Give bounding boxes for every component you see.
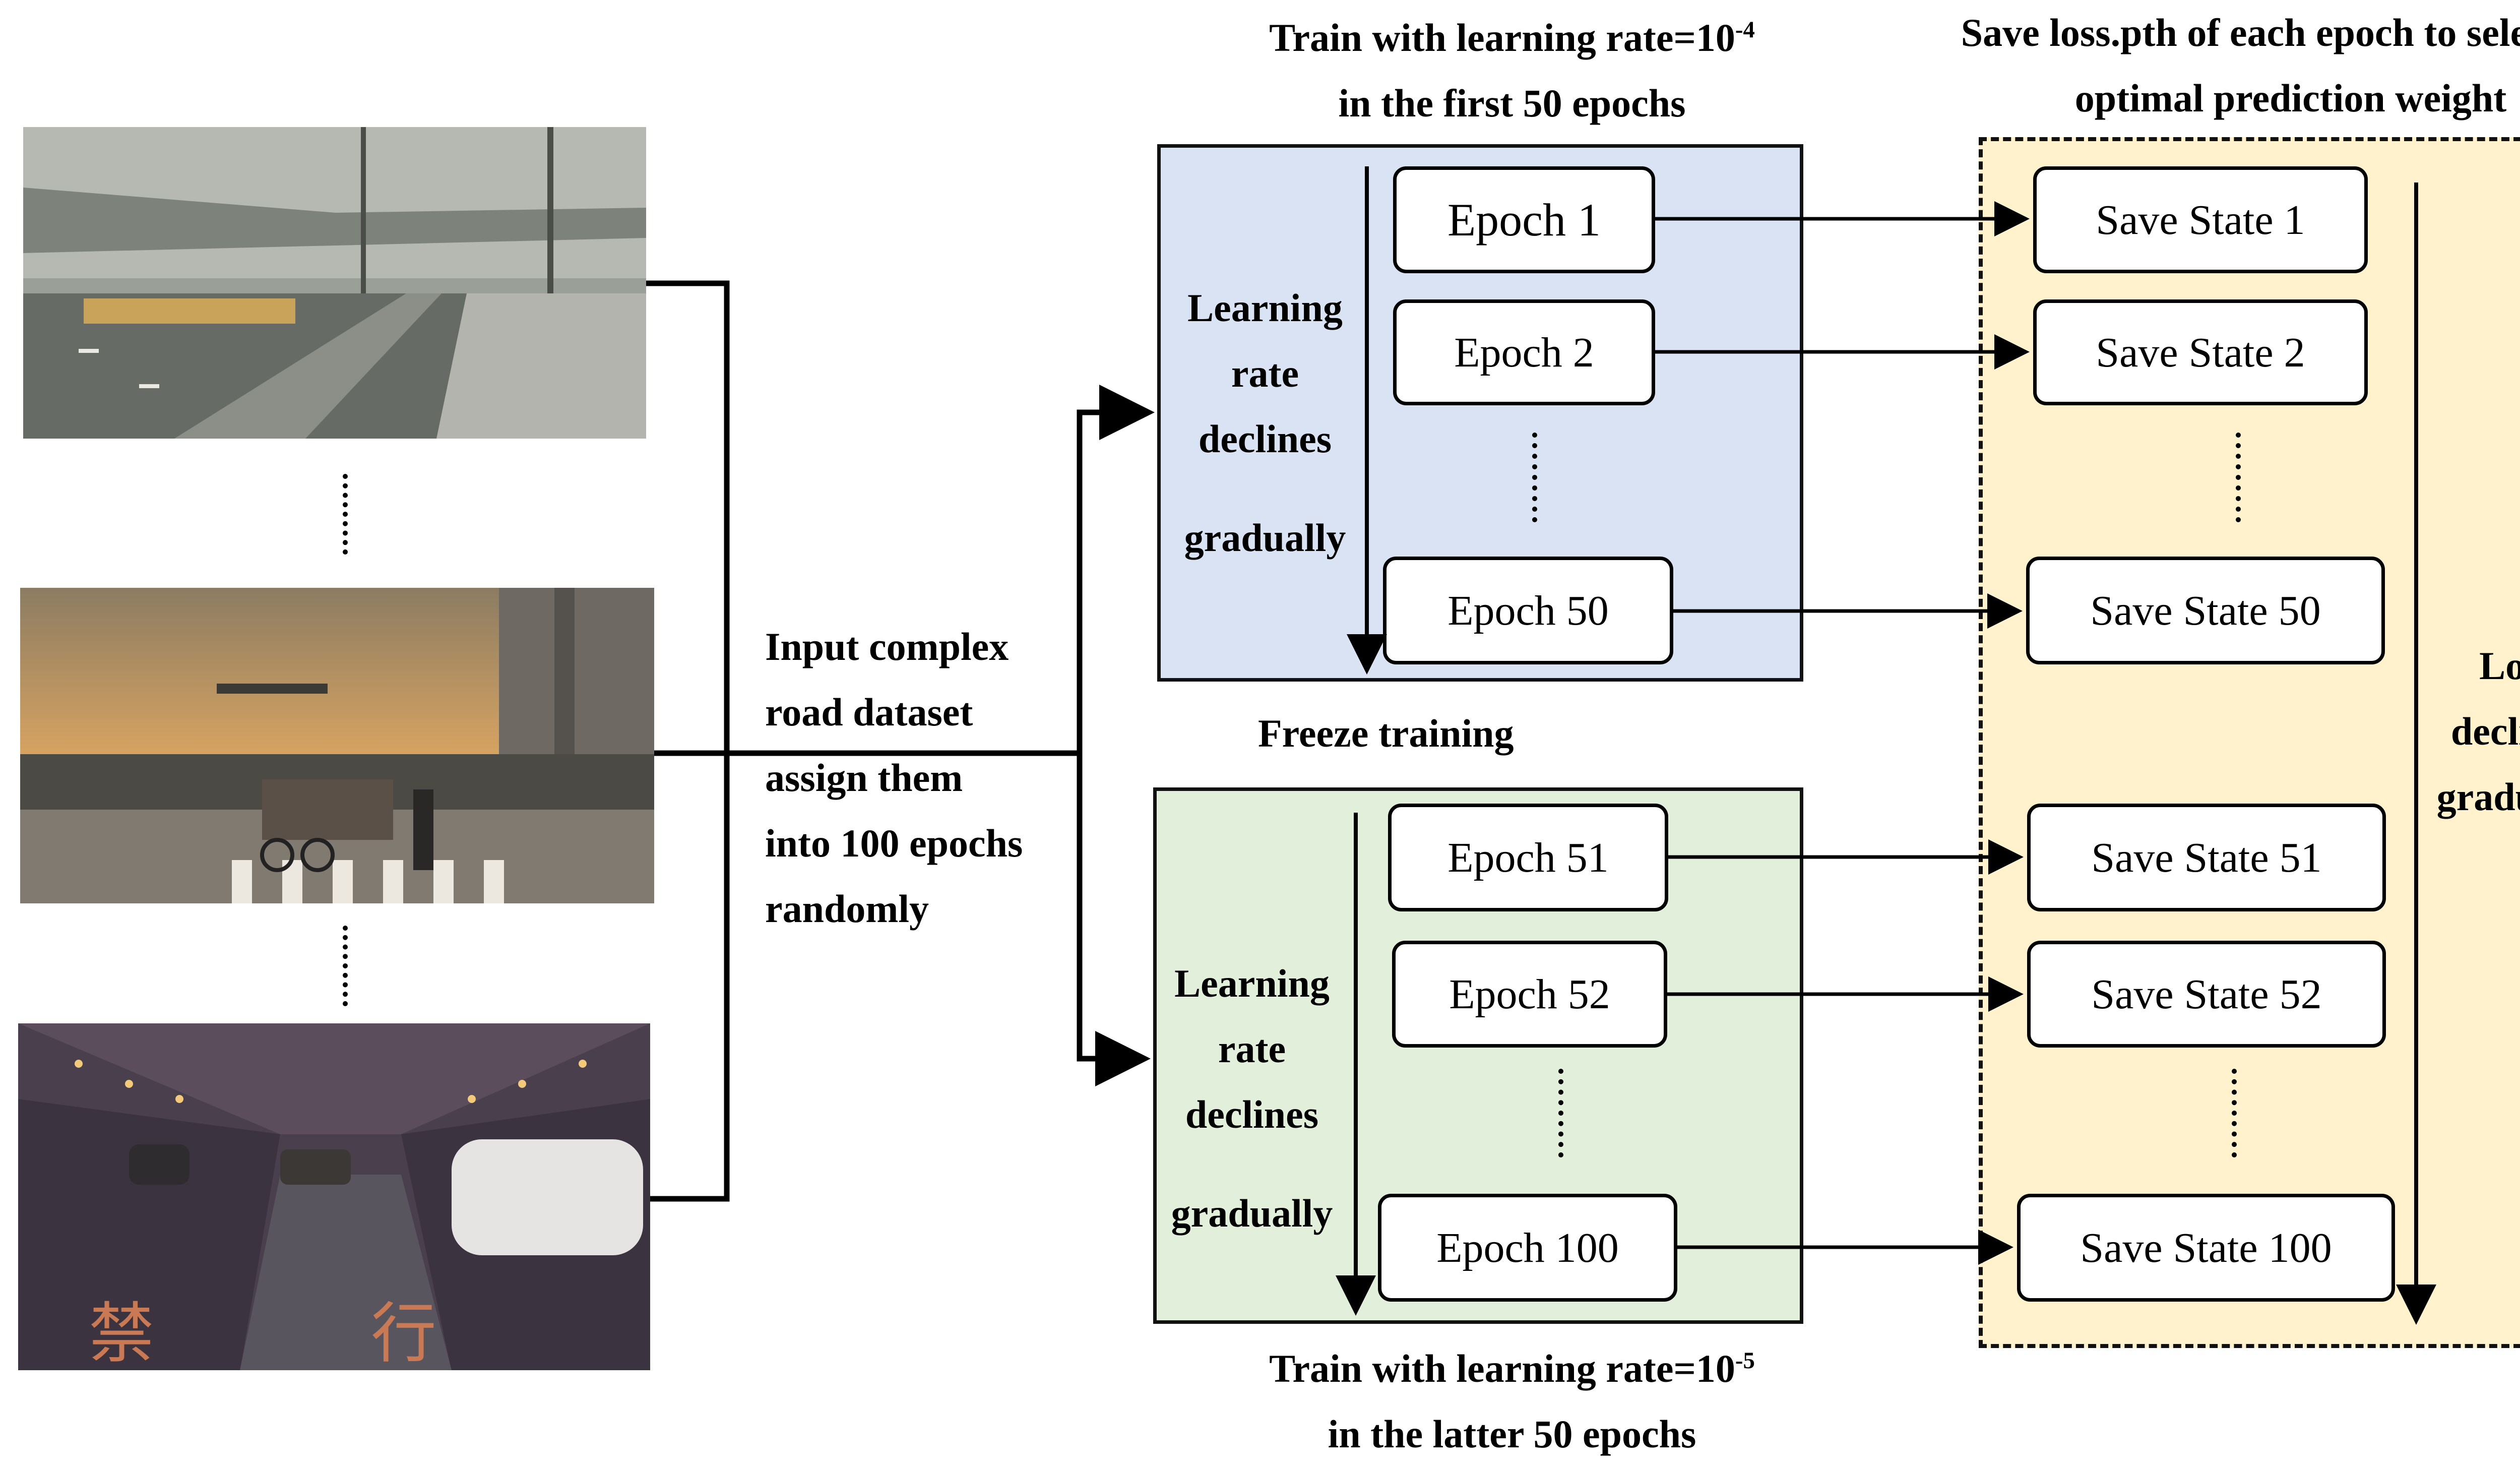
epoch-50-box: Epoch 50 [1383, 557, 1673, 664]
road-photo-highway [23, 127, 646, 439]
epoch-52-box: Epoch 52 [1392, 941, 1667, 1048]
epoch-51-box: Epoch 51 [1388, 804, 1668, 911]
input-dataset-label: Input complex road dataset assign them i… [765, 625, 1023, 931]
ellipsis-dots [343, 474, 348, 555]
save-state-52-box: Save State 52 [2027, 941, 2386, 1048]
save-panel-caption: Save loss.pth of each epoch to select th… [1961, 11, 2520, 120]
phase1-learning-rate-label: Learning rate declines gradually [1184, 286, 1346, 560]
road-photo-sunset-intersection [20, 588, 654, 903]
road-photo-tunnel: 禁 行 [18, 1023, 650, 1370]
save-state-2-box: Save State 2 [2033, 299, 2368, 405]
save-state-1-box: Save State 1 [2033, 166, 2368, 273]
epoch-1-box: Epoch 1 [1393, 166, 1655, 273]
ellipsis-dots [1558, 1069, 1563, 1157]
svg-text:禁: 禁 [89, 1295, 154, 1370]
freeze-training-label: Freeze training [1258, 711, 1514, 755]
epoch-2-box: Epoch 2 [1393, 299, 1655, 405]
phase1-caption: Train with learning rate=10-4 in the fir… [1269, 16, 1755, 125]
epoch-100-box: Epoch 100 [1378, 1194, 1677, 1302]
loss-declines-label: Loss declines gradually [2436, 644, 2520, 819]
phase2-caption: Train with learning rate=10-5 in the lat… [1269, 1347, 1755, 1456]
save-state-50-box: Save State 50 [2026, 557, 2385, 664]
save-state-51-box: Save State 51 [2027, 804, 2386, 911]
ellipsis-dots [1532, 433, 1537, 522]
save-state-100-box: Save State 100 [2017, 1194, 2395, 1302]
ellipsis-dots [343, 926, 348, 1006]
svg-text:行: 行 [371, 1295, 436, 1370]
ellipsis-dots [2236, 433, 2241, 522]
phase2-learning-rate-label: Learning rate declines gradually [1171, 961, 1333, 1235]
ellipsis-dots [2232, 1069, 2237, 1157]
